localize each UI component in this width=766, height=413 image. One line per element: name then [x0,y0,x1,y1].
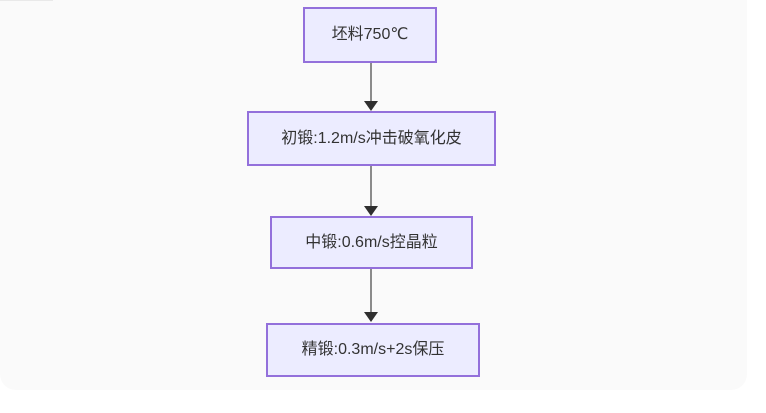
flow-node-middle-forge: 中锻:0.6m/s控晶粒 [270,216,473,269]
arrowhead-icon-2 [364,206,378,216]
flow-node-initial-forge: 初锻:1.2m/s冲击破氧化皮 [247,111,496,166]
arrow-line-1 [370,63,372,103]
flow-node-middle-forge-label: 中锻:0.6m/s控晶粒 [305,233,438,251]
flow-node-billet: 坯料750℃ [303,7,437,63]
flow-node-initial-forge-label: 初锻:1.2m/s冲击破氧化皮 [281,129,462,147]
arrowhead-icon-1 [364,101,378,111]
arrow-line-3 [370,269,372,313]
flow-node-finish-forge-label: 精锻:0.3m/s+2s保压 [301,341,445,358]
flow-node-billet-label: 坯料750℃ [331,26,409,43]
arrowhead-icon-3 [364,312,378,322]
flow-node-finish-forge: 精锻:0.3m/s+2s保压 [266,323,480,377]
canvas-top-edge [0,0,53,1]
diagram-canvas: 坯料750℃ 初锻:1.2m/s冲击破氧化皮 中锻:0.6m/s控晶粒 精锻:0… [0,0,496,377]
arrow-line-2 [370,166,372,207]
